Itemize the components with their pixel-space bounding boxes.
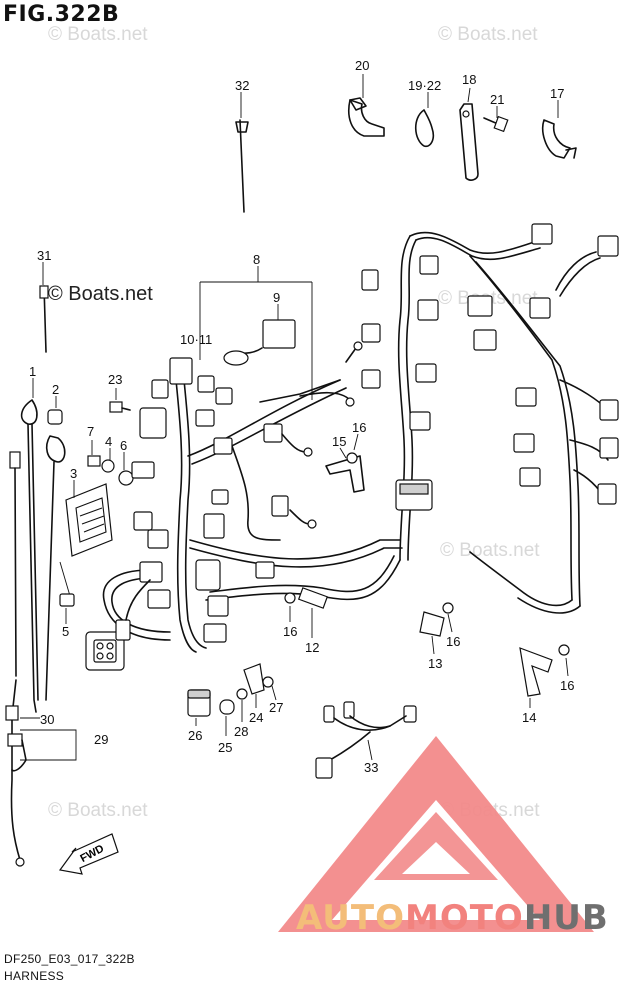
bracket-14 [519,644,570,708]
cable-tie-32 [235,92,249,213]
nut-5 [59,561,75,624]
bracket-13 [419,602,454,655]
callout-10-11: 10·11 [180,332,212,347]
callout-13: 13 [428,656,442,671]
callout-18: 18 [462,72,476,87]
callout-19-22: 19·22 [408,78,441,93]
callout-32: 32 [235,78,249,93]
figure-caption: HARNESS [4,969,65,983]
callout-16-d: 16 [560,678,574,693]
relay-9 [223,304,296,366]
callout-4: 4 [105,434,112,449]
callout-14: 14 [522,710,536,725]
cable-tie-31 [39,262,49,353]
callout-16-b: 16 [283,624,297,639]
callout-31: 31 [37,248,51,263]
callout-21: 21 [490,92,504,107]
callout-2: 2 [52,382,59,397]
callout-7: 7 [87,424,94,439]
callout-8: 8 [253,252,260,267]
logo-part-hub: HUB [523,898,609,938]
logo-triangle [278,736,594,932]
trunk-connectors [131,341,363,643]
callout-26: 26 [188,728,202,743]
control-unit-3 [65,480,113,557]
clamp-17 [541,100,577,159]
figure-code: DF250_E03_017_322B [4,952,135,966]
bracket-18 [459,87,479,181]
bracket-12 [284,587,329,638]
callout-9: 9 [273,290,280,305]
callout-6: 6 [120,438,127,453]
callout-17: 17 [550,86,564,101]
small-parts-24-28 [187,663,277,736]
callout-16-c: 16 [446,634,460,649]
callout-1: 1 [29,364,36,379]
coupler-large [85,579,151,671]
bracket-15 [325,433,365,493]
callout-15: 15 [332,434,346,449]
callout-3: 3 [70,466,77,481]
callout-16-a: 16 [352,420,366,435]
cable-2 [45,396,66,701]
callout-23: 23 [108,372,122,387]
callout-33: 33 [364,760,378,775]
watermark: © Boats.net [48,800,148,821]
callout-5: 5 [62,624,69,639]
callout-25: 25 [218,740,232,755]
watermark: © Boats.net [48,24,148,45]
cable-1 [20,378,39,713]
harness-33 [315,701,417,779]
figure-title: FIG.322B [3,2,120,27]
callout-20: 20 [355,58,369,73]
watermark: © Boats.net [438,24,538,45]
watermark-dark: © Boats.net [48,283,153,305]
callout-labels: 32 20 19·22 18 21 17 31 8 9 10·11 1 2 23… [29,58,574,865]
callout-28: 28 [234,724,248,739]
callout-29: 29 [94,732,108,747]
watermark: © Boats.net [440,540,540,561]
callout-27: 27 [269,700,283,715]
callout-24: 24 [249,710,263,725]
clip-19-22 [414,92,435,148]
connectors [361,223,619,511]
main-harness [102,379,403,653]
leader-8 [199,266,313,400]
clamp-20 [348,74,385,137]
logo-part-moto: MOTO [404,898,524,938]
bolt-21 [483,106,509,133]
harness-29 [5,451,77,867]
callout-30: 30 [40,712,54,727]
fwd-arrow [58,833,119,875]
callout-12: 12 [305,640,319,655]
logo-wordmark: AUTOMOTOHUB [296,898,609,938]
logo-part-auto: AUTO [296,898,405,938]
